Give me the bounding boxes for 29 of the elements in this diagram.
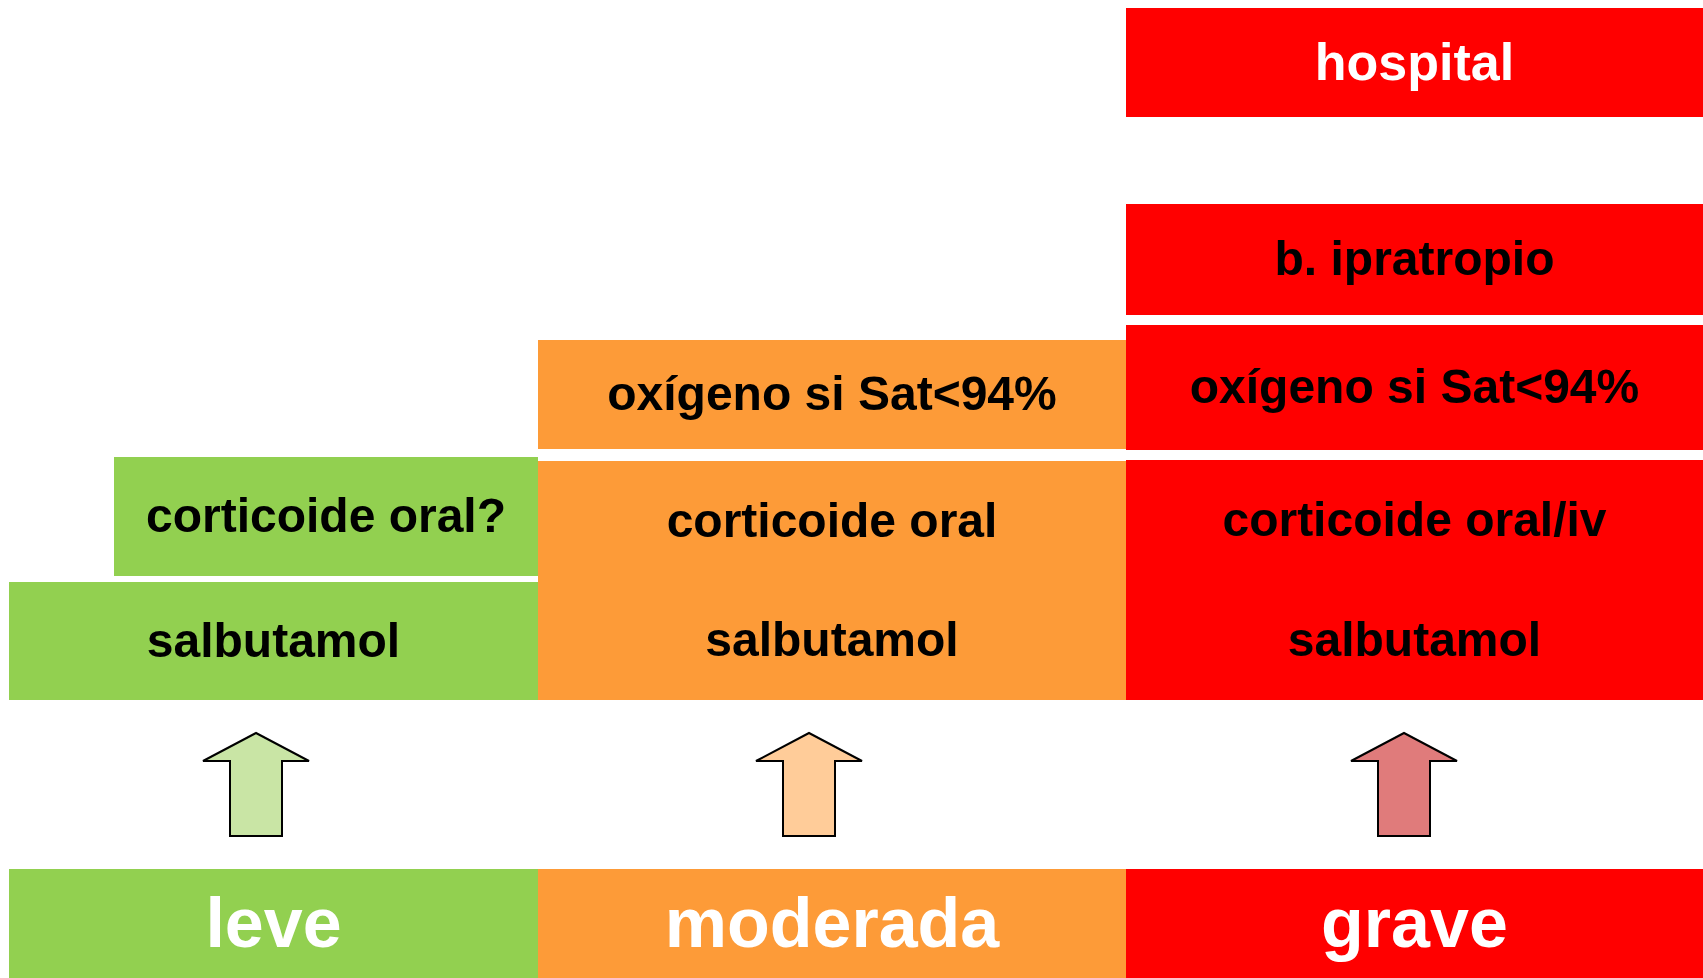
treatment-box (538, 869, 1126, 978)
treatment-box (9, 582, 538, 700)
box-label: oxígeno si Sat<94% (607, 368, 1057, 421)
treatment-box (1126, 581, 1703, 700)
treatment-box (114, 457, 538, 576)
box-label: oxígeno si Sat<94% (1189, 361, 1640, 414)
box-label: salbutamol (1287, 614, 1542, 667)
block-arrow (755, 731, 863, 837)
treatment-box (538, 581, 1126, 700)
box-label: grave (1321, 885, 1508, 962)
treatment-box (538, 340, 1126, 449)
box-label: corticoide oral? (145, 490, 507, 543)
box-label: hospital (1314, 33, 1515, 92)
treatment-box (1126, 869, 1703, 978)
block-arrow (1350, 731, 1458, 837)
box-label: leve (205, 885, 342, 962)
box-label: corticoide oral (666, 494, 998, 548)
box-label: salbutamol (146, 614, 401, 668)
treatment-box (9, 869, 538, 978)
treatment-box (538, 461, 1126, 581)
box-label: corticoide oral/iv (1222, 494, 1607, 547)
treatment-box (1126, 325, 1703, 450)
treatment-box (1126, 460, 1703, 581)
treatment-box (1126, 204, 1703, 315)
box-label: salbutamol (705, 614, 959, 667)
box-label: b. ipratropio (1274, 233, 1555, 286)
box-label: moderada (664, 885, 1000, 962)
treatment-box (1126, 8, 1703, 117)
block-arrow (202, 731, 310, 837)
